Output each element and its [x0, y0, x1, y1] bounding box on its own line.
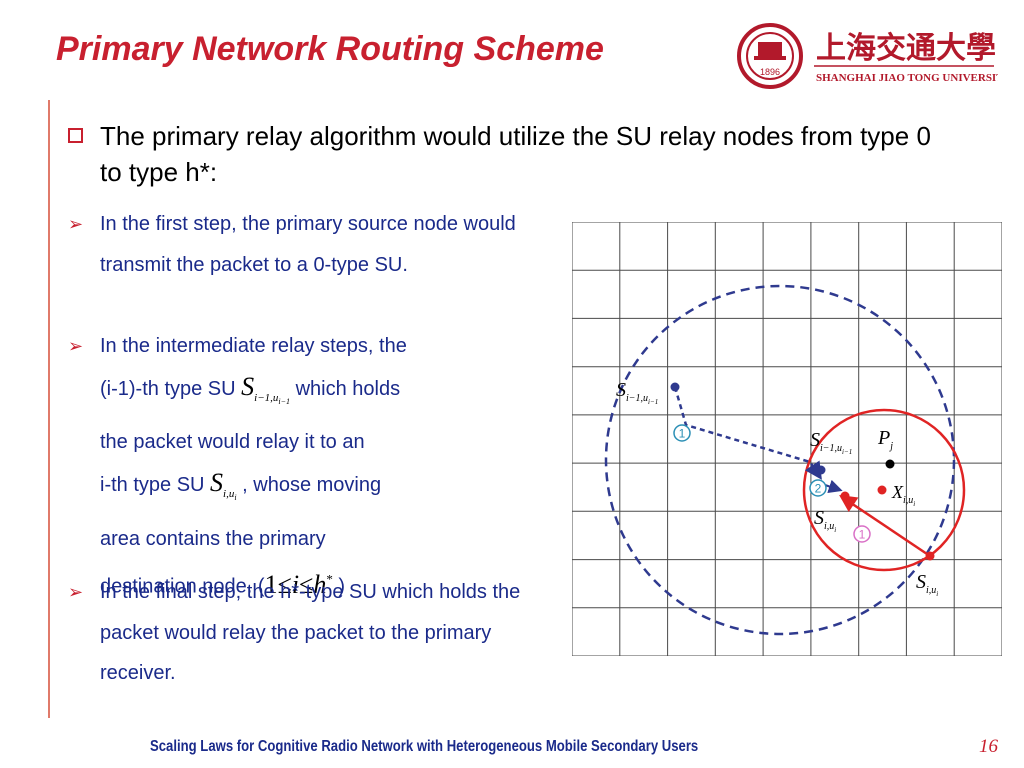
- bullet-final-step: ➢ In the final step, the h*-type SU whic…: [68, 572, 558, 694]
- step-2-marker-icon: 2: [809, 479, 827, 497]
- relay-path-step1: [673, 386, 822, 480]
- lead-bullet: The primary relay algorithm would utiliz…: [68, 118, 948, 190]
- bullet2-line6a: destination node. (: [100, 575, 265, 598]
- bullet2-line6b: ): [338, 575, 346, 598]
- bullet2-line2a: (i-1)-th type SU: [100, 377, 236, 400]
- relay-path-final: [839, 495, 931, 558]
- su-node-mid: [816, 465, 826, 475]
- page-number: 16: [979, 736, 998, 757]
- math-range: 1≤i≤h*: [264, 569, 333, 599]
- slide-title: Primary Network Routing Scheme: [56, 30, 604, 68]
- primary-destination-node: [885, 459, 895, 469]
- logo-english-name: SHANGHAI JIAO TONG UNIVERSITY: [816, 72, 998, 84]
- bullet-first-step: ➢ In the first step, the primary source …: [68, 204, 558, 285]
- footer-text: Scaling Laws for Cognitive Radio Network…: [150, 738, 699, 755]
- su-node-prev: [670, 382, 680, 392]
- bullet2-line3: the packet would relay it to an: [100, 431, 365, 454]
- label-s-prev: Si−1,ui−1: [616, 379, 658, 406]
- logo-year: 1896: [760, 67, 780, 77]
- bullet2-line5: area contains the primary: [100, 527, 326, 550]
- step-1b-marker-icon: 1: [853, 525, 871, 543]
- arrow-bullet-icon: ➢: [68, 336, 84, 356]
- current-su-moving-area: [802, 408, 966, 572]
- svg-text:2: 2: [815, 482, 822, 496]
- math-s-prev: Si−1,ui−1: [241, 371, 291, 406]
- bullet2-line1: In the intermediate relay steps, the: [100, 335, 407, 357]
- university-logo: 1896 上海交通大學 SHANGHAI JIAO TONG UNIVERSIT…: [737, 23, 998, 89]
- label-s-i-final: Si,ui: [916, 571, 938, 598]
- bullet2-line4a: i-th type SU: [100, 473, 205, 496]
- bullet2-line2b: which holds: [295, 377, 401, 400]
- step-1-marker-icon: 1: [673, 424, 691, 442]
- label-x: Xi,ui: [891, 482, 915, 508]
- grid: [572, 222, 1002, 656]
- bullet2-line4b: , whose moving: [242, 473, 382, 496]
- x-node: [877, 485, 887, 495]
- bullet-final-step-text: In the final step, the h*-type SU which …: [100, 581, 521, 684]
- bullet-intermediate-step-text: In the intermediate relay steps, the (i-…: [68, 326, 558, 607]
- label-s-i: Si,ui: [814, 507, 836, 534]
- bullet-first-step-text: In the first step, the primary source no…: [100, 213, 516, 276]
- logo-chinese-name: 上海交通大學: [816, 31, 996, 66]
- svg-text:1: 1: [859, 528, 866, 542]
- math-s-i: Si,ui: [210, 467, 237, 503]
- arrow-bullet-icon: ➢: [68, 214, 84, 234]
- su-node-final: [925, 551, 935, 561]
- square-bullet-icon: [68, 128, 83, 143]
- arrow-bullet-icon: ➢: [68, 582, 84, 602]
- svg-text:1: 1: [679, 427, 686, 441]
- lead-text: The primary relay algorithm would utiliz…: [100, 121, 931, 187]
- label-p: Pj: [877, 427, 893, 452]
- su-node-i: [840, 491, 850, 501]
- previous-su-moving-area: [604, 284, 956, 636]
- relay-figure: 1 2 1 Si−1,ui−1 Si−1,ui−1 Pj Xi,ui Si,ui…: [572, 222, 1002, 656]
- label-s-mid: Si−1,ui−1: [810, 429, 852, 456]
- left-accent-rule: [48, 100, 50, 718]
- bullet-intermediate-step: ➢ In the intermediate relay steps, the (…: [68, 326, 558, 607]
